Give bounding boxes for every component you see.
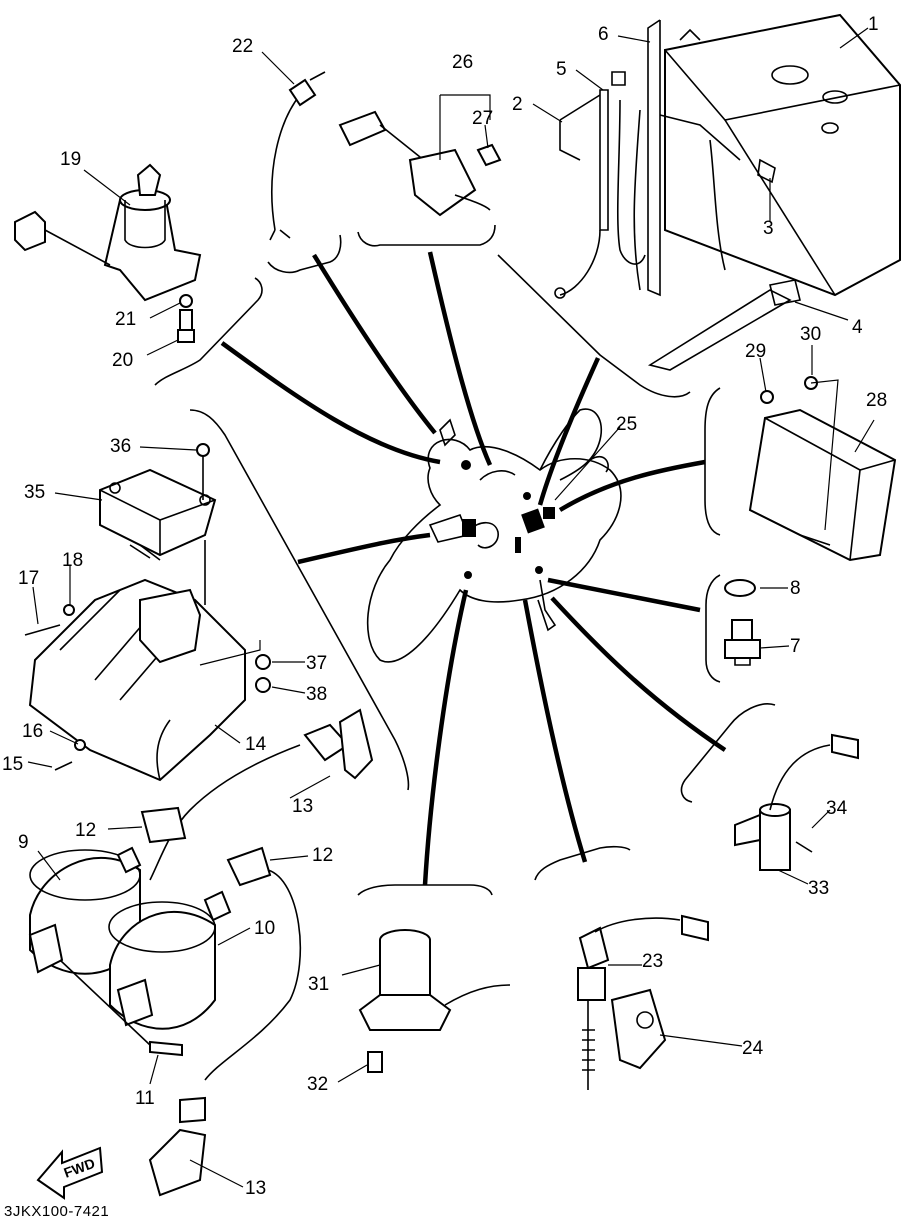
callout-33: 33 — [808, 878, 829, 899]
control-unit — [748, 376, 897, 562]
callout-11: 11 — [135, 1088, 155, 1109]
callout-13-upper: 13 — [292, 796, 313, 817]
fuse-holder — [338, 94, 502, 217]
callout-13-lower: 13 — [245, 1178, 266, 1199]
callout-15: 15 — [2, 754, 23, 775]
callout-4: 4 — [852, 317, 863, 338]
callout-30: 30 — [800, 324, 821, 345]
callout-5: 5 — [556, 59, 567, 80]
coil-bracket — [24, 578, 271, 782]
callout-20: 20 — [112, 350, 133, 371]
callout-31: 31 — [308, 974, 329, 995]
callout-25: 25 — [616, 414, 637, 435]
callout-16: 16 — [22, 721, 43, 742]
neutral-switch — [724, 579, 761, 666]
rear-brake-switch — [577, 914, 709, 1090]
callout-23: 23 — [642, 951, 663, 972]
battery-assembly — [554, 13, 901, 371]
callout-19: 19 — [60, 149, 81, 170]
callout-14: 14 — [245, 734, 267, 755]
callout-1: 1 — [868, 14, 879, 35]
callout-24: 24 — [742, 1038, 764, 1059]
ignitor-unit — [99, 443, 217, 605]
callout-12-left: 12 — [75, 820, 96, 841]
callout-2: 2 — [512, 94, 523, 115]
callout-7: 7 — [790, 636, 801, 657]
callout-28: 28 — [866, 390, 887, 411]
ignition-coils — [28, 708, 374, 1197]
forward-arrow: FWD — [36, 1146, 104, 1200]
callout-38: 38 — [306, 684, 327, 705]
leader-lines — [27, 27, 875, 1188]
callout-27: 27 — [472, 108, 493, 129]
callout-8: 8 — [790, 578, 801, 599]
callout-37: 37 — [306, 653, 327, 674]
callout-36: 36 — [110, 436, 131, 457]
callout-12-right: 12 — [312, 845, 333, 866]
callout-29: 29 — [745, 341, 766, 362]
speed-sensor — [734, 733, 859, 871]
frame-outline — [366, 408, 622, 663]
harness-lines — [220, 251, 727, 886]
starter-relay — [358, 929, 511, 1073]
callout-32: 32 — [307, 1074, 328, 1095]
sensor-lead — [269, 71, 326, 241]
group-brackets — [154, 224, 776, 896]
main-switch — [14, 163, 202, 343]
callout-26: 26 — [452, 52, 473, 73]
callout-35: 35 — [24, 482, 45, 503]
callout-17: 17 — [18, 568, 39, 589]
callout-labels: 1 2 3 4 5 6 7 8 9 10 11 12 12 13 13 14 1… — [2, 14, 887, 1199]
callout-6: 6 — [598, 24, 609, 45]
callout-34: 34 — [826, 798, 848, 819]
callout-3: 3 — [763, 218, 774, 239]
callout-10: 10 — [254, 918, 275, 939]
callout-18: 18 — [62, 550, 83, 571]
callout-9: 9 — [18, 832, 29, 853]
callout-21: 21 — [115, 309, 136, 330]
diagram-code: 3JKX100-7421 — [4, 1203, 109, 1220]
callout-22: 22 — [232, 36, 253, 57]
